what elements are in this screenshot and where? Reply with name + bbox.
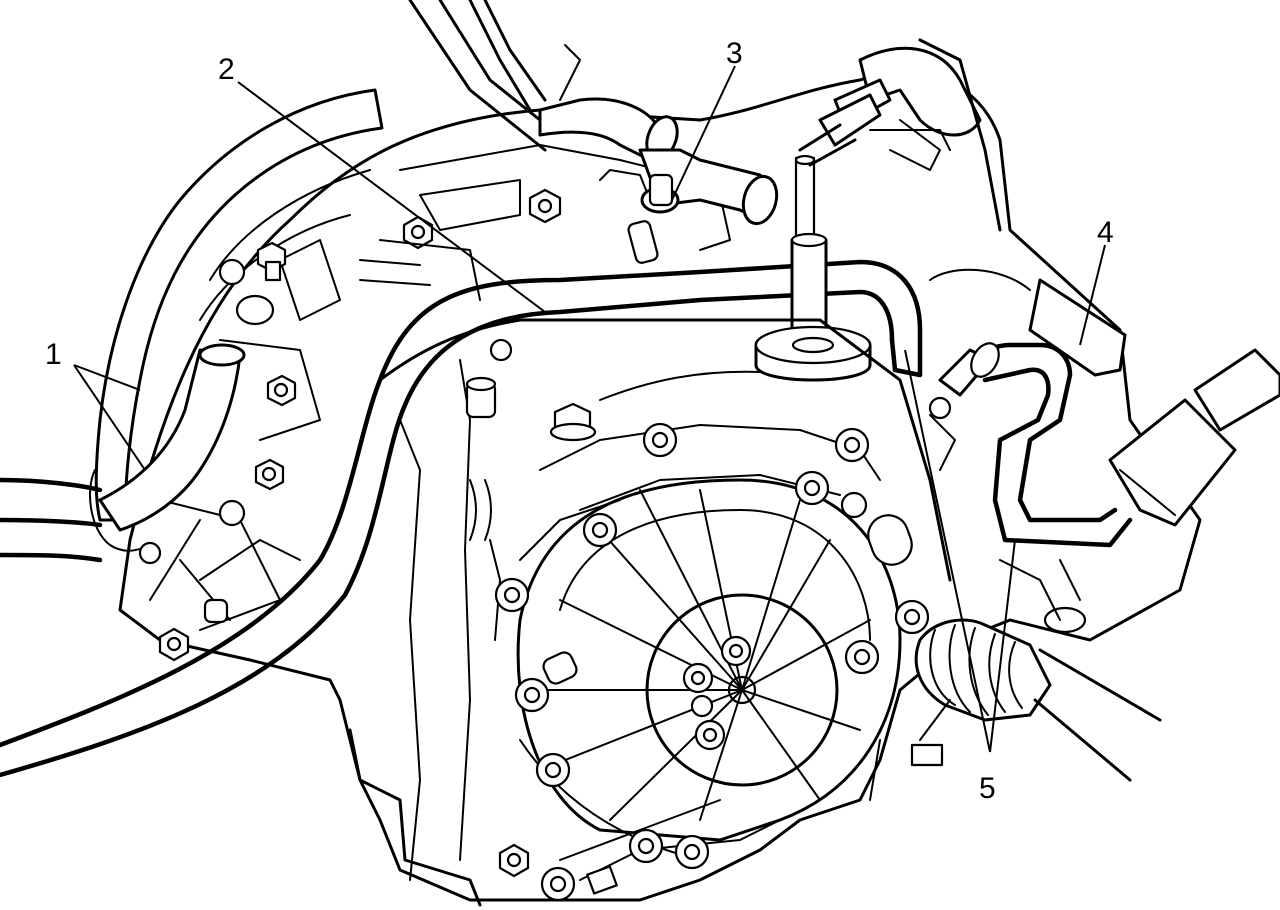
boss-icon: [494, 577, 530, 613]
callout-2: 2: [218, 53, 235, 86]
bolt-icon: [528, 188, 562, 224]
boss-icon: [582, 512, 618, 548]
bolt-icon: [549, 402, 597, 442]
top-housing: [359, 144, 731, 301]
boss-icon: [840, 491, 868, 519]
callout-labels: 1 2 3 4 5: [45, 37, 1114, 805]
boss-icon: [694, 719, 726, 751]
locating-pins: [203, 514, 944, 895]
boss-icon: [218, 499, 246, 527]
callout-5: 5: [979, 772, 996, 805]
bolt-icon: [254, 458, 285, 491]
boss-icon: [535, 752, 571, 788]
bolt-icon: [266, 374, 297, 407]
flange-bolts: [158, 188, 597, 878]
boss-icon: [514, 677, 550, 713]
boss-icon: [138, 541, 162, 565]
callout-1: 1: [45, 338, 62, 371]
callout-4: 4: [1097, 216, 1114, 249]
callout-leaders: [73, 65, 1106, 753]
boss-icon: [682, 662, 714, 694]
boss-icon: [794, 470, 830, 506]
upper-right-hoses: [798, 38, 1002, 232]
coolant-hoses: [0, 88, 384, 563]
boss-icon: [642, 422, 678, 458]
boss-icon: [844, 639, 880, 675]
cooler-pipe: [928, 268, 1133, 548]
callout-3: 3: [726, 37, 743, 70]
speed-sensor: [1108, 348, 1280, 527]
boss-icon: [720, 635, 752, 667]
bolt-icon: [158, 627, 190, 662]
bolt-icon: [498, 843, 530, 878]
differential-housing: [516, 478, 902, 881]
drive-shaft: [914, 606, 1162, 782]
wire-harness: [0, 259, 923, 778]
boss-icon: [894, 599, 930, 635]
bolt-bosses: [138, 422, 930, 902]
boss-icon: [690, 694, 714, 718]
boss-icon: [834, 427, 870, 463]
bell-housing-left: [149, 169, 371, 631]
top-pipes: [408, 0, 581, 152]
boss-icon: [674, 834, 710, 870]
dipstick-post: [754, 154, 872, 382]
breather-hose: [538, 97, 779, 226]
lower-housing: [348, 559, 1081, 907]
boss-icon: [540, 866, 576, 902]
bolt-icon: [256, 241, 287, 282]
boss-icon: [628, 828, 664, 864]
